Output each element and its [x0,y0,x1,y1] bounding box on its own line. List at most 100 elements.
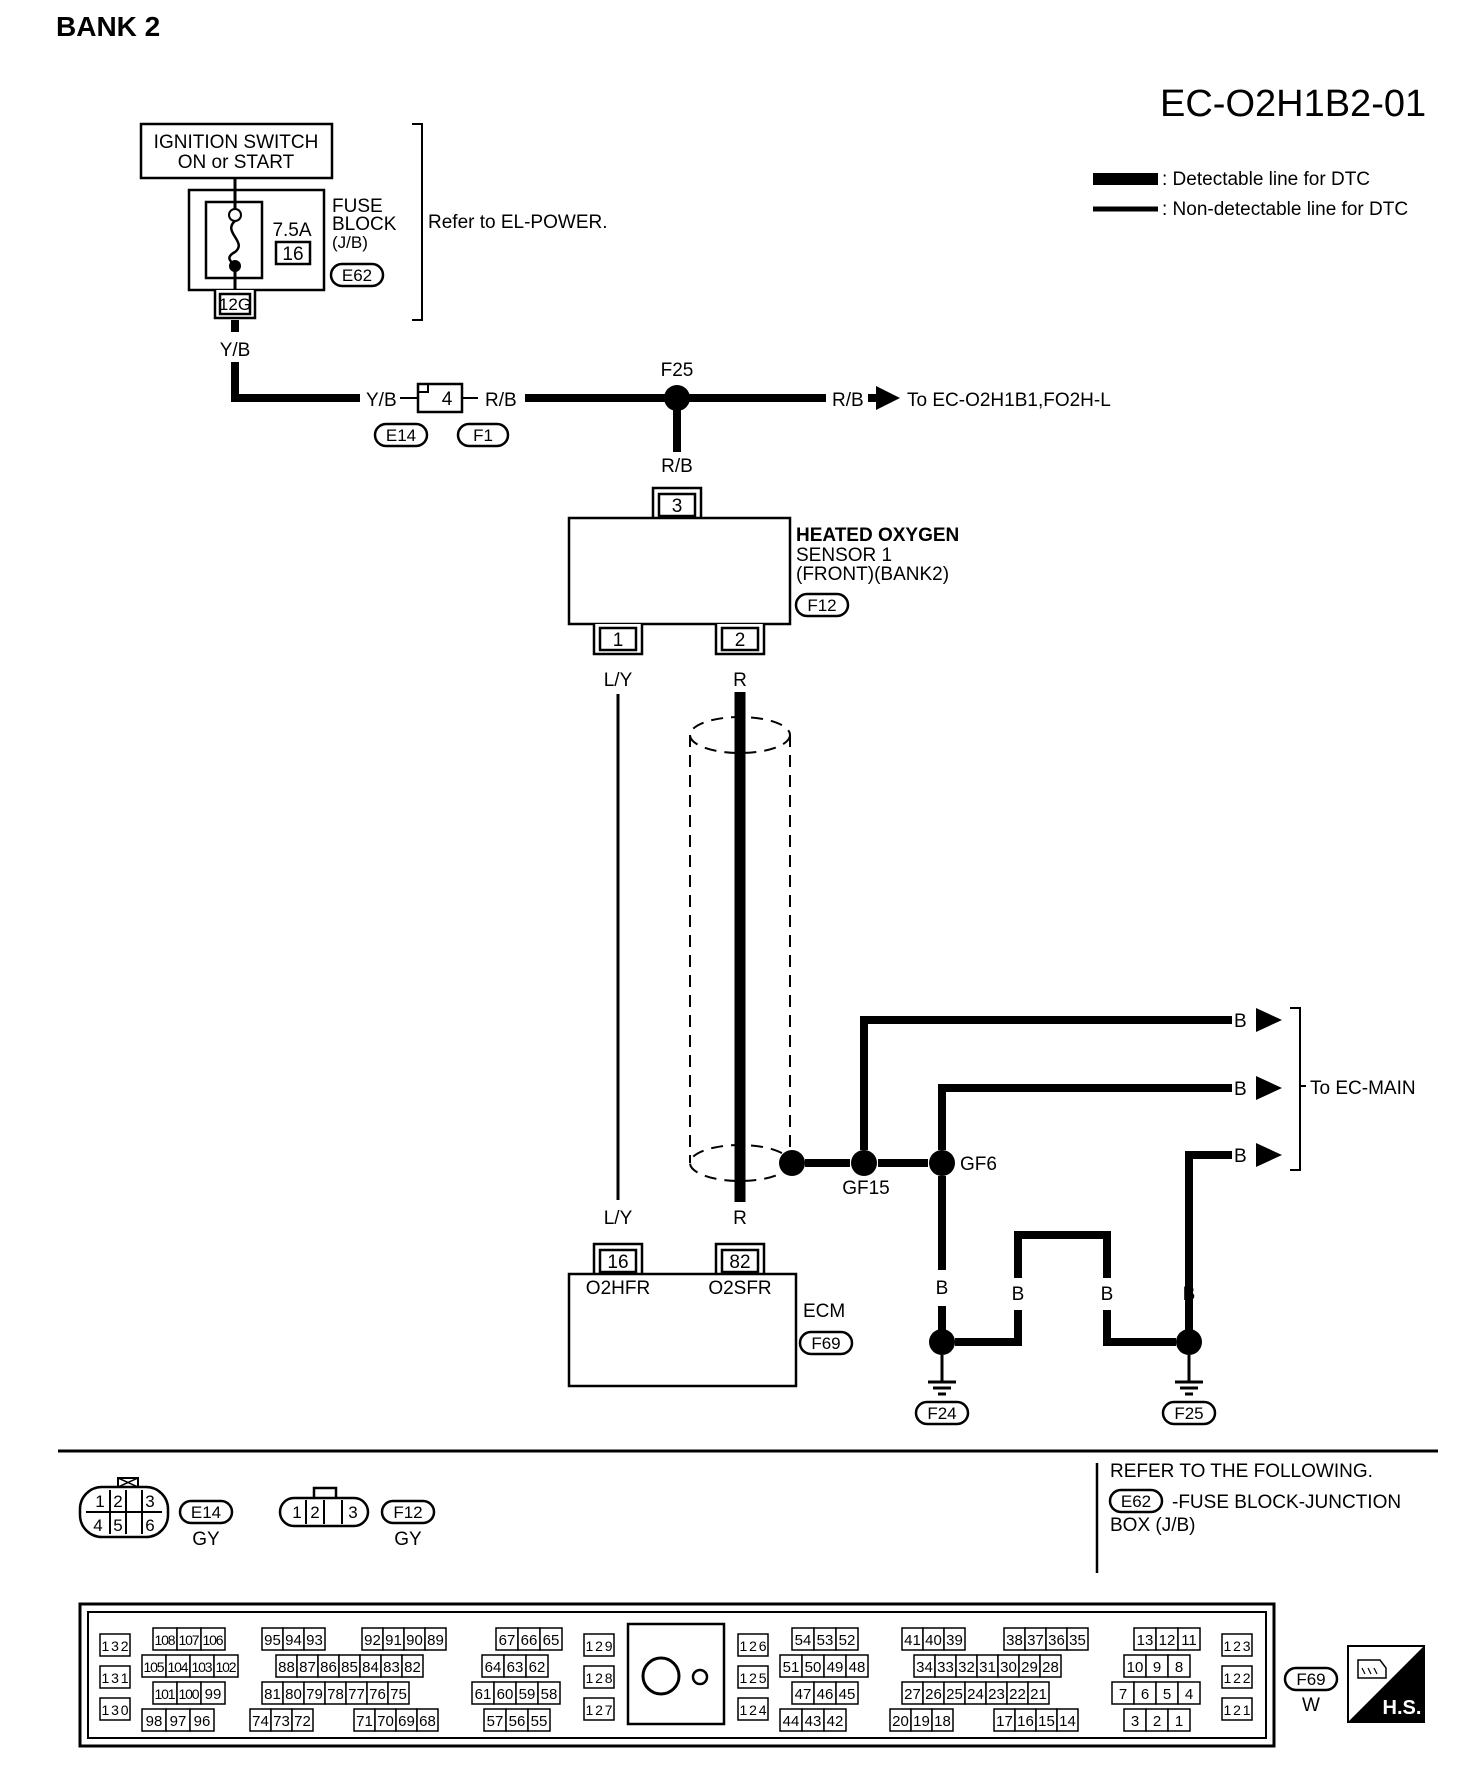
ecm-pin-label: 53 [817,1632,834,1649]
ecm-pin-label: 82 [404,1659,421,1676]
ecm-pin-cell [1167,1654,1191,1678]
ecm-pin-label: 91 [385,1632,402,1649]
ecm-pin-label: 39 [946,1632,963,1649]
ecm-pin-cell [537,1681,561,1705]
ecm-pin-label: 100 [179,1686,200,1702]
fuse-label3: (J/B) [332,233,368,252]
sensor-line2: SENSOR 1 [796,545,892,566]
ecm-pin-label: 131 [102,1670,129,1686]
ecm-pin-label: 68 [419,1713,436,1730]
sensor-pin-right: 2 [735,630,746,651]
ecm-pin-label: 75 [390,1686,407,1703]
ecm-pin-label: 19 [913,1713,930,1730]
ecm: 16 82 O2HFR O2SFR ECM F69 [567,1242,854,1388]
ecm-pin-label: 42 [827,1713,844,1730]
f12-pin-3: 3 [348,1503,357,1522]
ecm-pin-label: 57 [487,1713,504,1730]
ecm-pin-label: 132 [102,1638,129,1654]
ecm-pin-label: 74 [252,1713,269,1730]
wire-label-yb-joint: Y/B [366,390,397,411]
f12-pin-2: 2 [310,1503,319,1522]
ecm-pin-label: 35 [1069,1632,1086,1649]
ecm-pin-cell [583,1665,615,1689]
f69-color: W [1302,1695,1320,1716]
ecm-pin-cell [943,1627,966,1651]
fuse-terminal: 12G [219,295,251,314]
joint-conn-right: F1 [473,426,493,445]
wire-yb-fuse [231,320,360,402]
ecm-pin-label: 32 [958,1659,975,1676]
ecm-pin-label: 107 [179,1632,200,1648]
ecm-pin-label: 20 [892,1713,909,1730]
wire-label-rb-left: R/B [485,390,517,411]
fuse-connector: E62 [342,266,372,285]
wire-b-f25 [1185,1151,1232,1328]
ecm-pin-label: 103 [192,1659,213,1675]
ecm-pin-label: 2 [1153,1713,1161,1730]
refer-line3: BOX (J/B) [1110,1515,1196,1536]
ecm-label: ECM [803,1301,845,1322]
ground-f24-icon: F24 [914,1355,970,1426]
ecm-pin-label: 45 [839,1686,856,1703]
f69-id: F69 [1296,1670,1325,1689]
wire-label-rb-right: R/B [832,390,864,411]
ecm-pin-label: 22 [1009,1686,1026,1703]
ecm-pin-label: 50 [805,1659,822,1676]
ecm-pin-label: 18 [934,1713,951,1730]
ignition-switch: IGNITION SWITCH ON or START [139,122,334,180]
wire-label-r-bottom: R [733,1208,747,1229]
ecm-pin-label: 60 [497,1686,514,1703]
ground-f24-label: F24 [927,1404,956,1423]
connector-e14-face: 1 2 3 4 5 6 E14 GY [78,1477,234,1550]
ecm-pin-label: 49 [827,1659,844,1676]
ecm-pin-label: 106 [203,1632,224,1648]
ecm-pin-label: 123 [1224,1638,1251,1654]
ground-f25-label: F25 [1174,1404,1203,1423]
wire-label-ly-top: L/Y [604,670,633,691]
ecm-pin-cell [1221,1697,1253,1721]
ecm-term-left: O2HFR [586,1278,650,1299]
fuse-refer: Refer to EL-POWER. [428,212,608,233]
arrow-right-icon [1256,1008,1282,1167]
ecm-pin-cell [737,1665,769,1689]
ecm-pin-label: 36 [1048,1632,1065,1649]
ecm-pin-label: 96 [194,1713,211,1730]
legend: : Detectable line for DTC : Non-detectab… [1093,169,1408,220]
ecm-pin-label: 58 [541,1686,558,1703]
ecm-pin-cell [835,1681,859,1705]
ecm-pin-label: 94 [285,1632,302,1649]
hs-badge-icon: H.S. [1347,1645,1425,1723]
sensor-pin-top: 3 [672,496,683,517]
fuse-rating: 7.5A [272,220,311,241]
ecm-pin-label: 10 [1127,1659,1144,1676]
ecm-pin-label: 83 [383,1659,400,1676]
ecm-pin-cell [200,1681,226,1705]
fuse-label1: FUSE [332,196,383,217]
ecm-pin-cell [99,1697,131,1721]
ecm-pin-label: 102 [216,1659,237,1675]
ecm-pin-label: 9 [1153,1659,1161,1676]
wire-label-b-7: B [1183,1284,1196,1305]
ecm-pin-label: 121 [1224,1702,1251,1718]
legend-non-detectable-text: : Non-detectable line for DTC [1162,199,1408,220]
ecm-pin-label: 65 [543,1632,560,1649]
ecm-pin-label: 69 [398,1713,415,1730]
ecm-connector: F69 [811,1334,840,1353]
ecm-pin-cell [1177,1681,1201,1705]
ecm-pin-label: 62 [529,1659,546,1676]
to-main-text: To EC-MAIN [1310,1078,1416,1099]
hs-badge-text: H.S. [1383,1697,1422,1719]
ecm-pin-label: 43 [805,1713,822,1730]
ecm-pin-cell [213,1654,239,1678]
ecm-pin-right: 82 [729,1252,750,1273]
ecm-pin-label: 51 [783,1659,800,1676]
ecm-pin-label: 6 [1141,1686,1149,1703]
ecm-pin-label: 79 [306,1686,323,1703]
to-bank1-text: To EC-O2H1B1,FO2H-L [907,390,1111,411]
f12-color: GY [394,1529,422,1550]
ecm-pin-cell [387,1681,410,1705]
ecm-pin-left: 16 [607,1252,628,1273]
ecm-pin-cell [1177,1627,1201,1651]
gf15-label: GF15 [842,1178,890,1199]
ecm-pin-label: 26 [925,1686,942,1703]
